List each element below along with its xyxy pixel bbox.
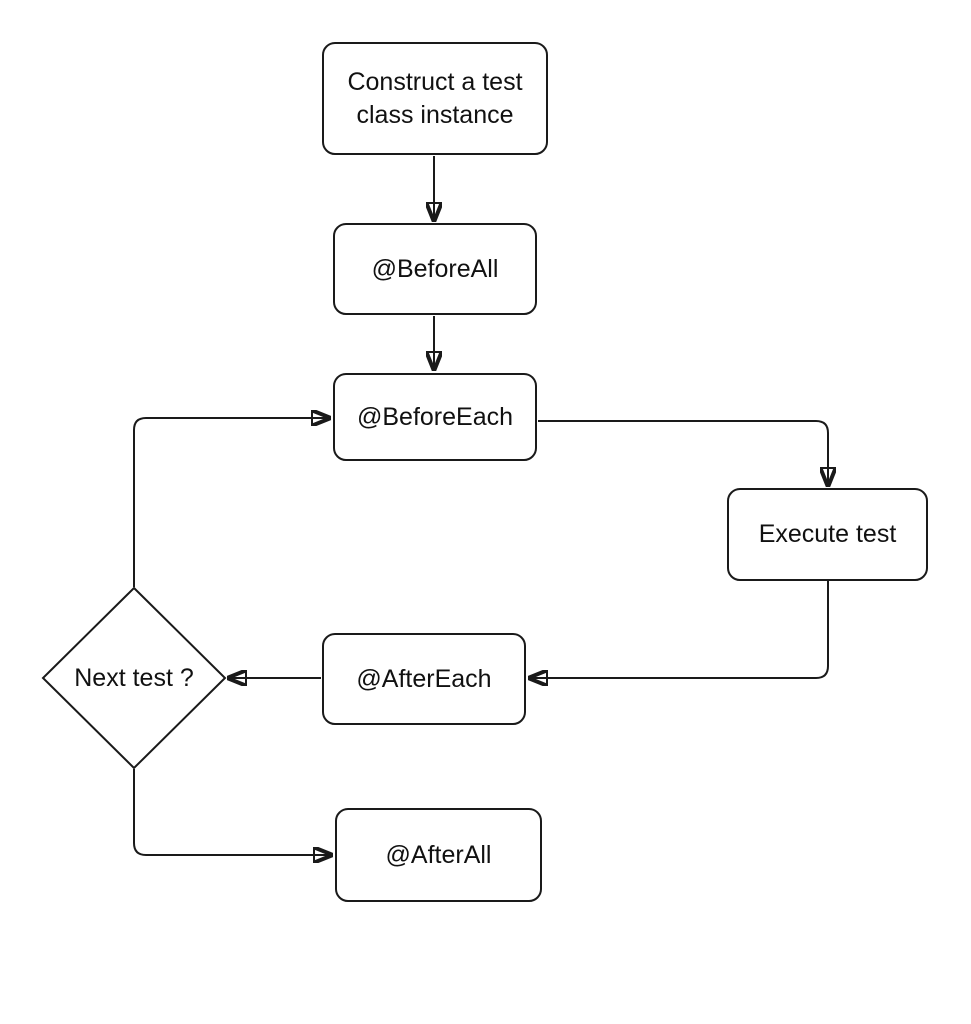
node-next-test-decision-label: Next test ? bbox=[74, 663, 194, 692]
arrow-execute-to-aftereach bbox=[530, 581, 829, 678]
node-after-each-label: @AfterEach bbox=[356, 664, 492, 693]
arrow-decision-to-afterall bbox=[133, 769, 331, 855]
node-construct-instance: Construct a test class instance bbox=[322, 42, 548, 155]
node-before-all-label: @BeforeAll bbox=[371, 254, 499, 283]
node-after-each: @AfterEach bbox=[322, 633, 526, 725]
node-execute-test: Execute test bbox=[727, 488, 928, 581]
node-after-all-label: @AfterAll bbox=[385, 840, 492, 869]
decision-diamond-shape bbox=[41, 586, 227, 770]
node-construct-instance-label: Construct a test class instance bbox=[347, 68, 523, 129]
node-after-all: @AfterAll bbox=[335, 808, 542, 902]
arrow-beforeeach-to-execute bbox=[538, 420, 828, 485]
node-before-all: @BeforeAll bbox=[333, 223, 537, 315]
arrow-decision-to-beforeeach bbox=[133, 418, 329, 587]
node-next-test-decision: Next test ? bbox=[54, 658, 214, 698]
node-execute-test-label: Execute test bbox=[758, 520, 897, 549]
node-before-each: @BeforeEach bbox=[333, 373, 537, 461]
node-before-each-label: @BeforeEach bbox=[356, 402, 514, 431]
